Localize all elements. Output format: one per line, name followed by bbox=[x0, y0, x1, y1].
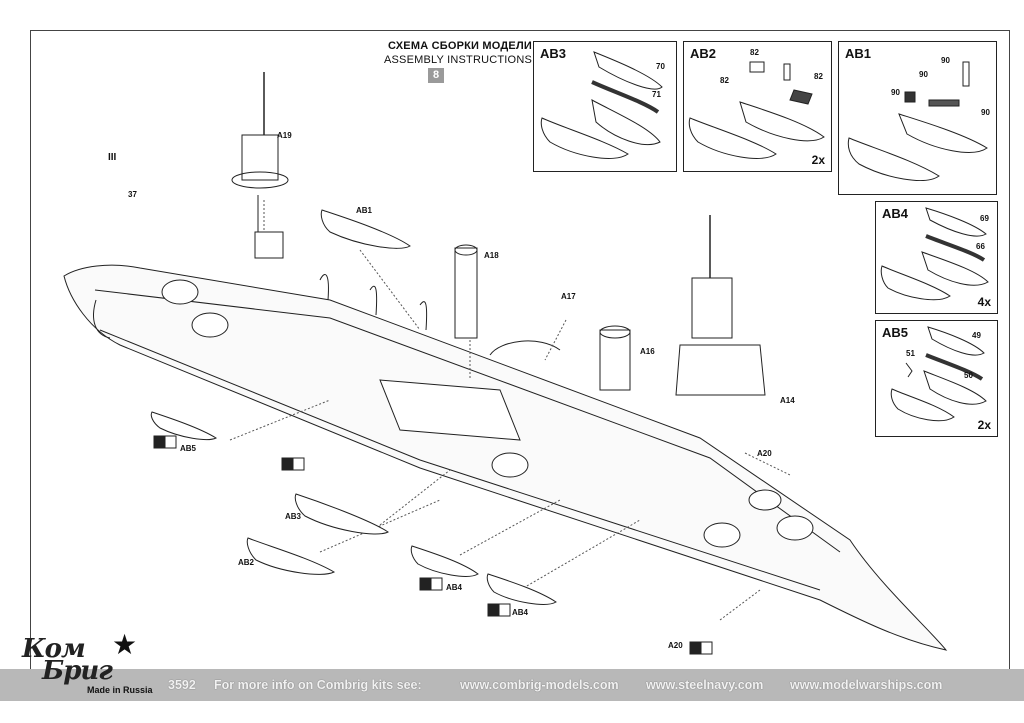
panel-ab1-label: AB1 bbox=[845, 46, 872, 61]
turret-fwd-2 bbox=[191, 312, 229, 338]
panel-ab5-part-50: 50 bbox=[964, 371, 973, 380]
panel-ab2-part-82-a: 82 bbox=[750, 48, 759, 57]
panel-ab2-part-82-b: 82 bbox=[720, 76, 729, 85]
panel-ab1-part-90-a: 90 bbox=[919, 70, 928, 79]
panel-ab4-part-66: 66 bbox=[976, 242, 985, 251]
panel-ab5-part-51: 51 bbox=[906, 349, 915, 358]
boat-ab3-loose bbox=[294, 493, 389, 535]
boat-ab2-loose bbox=[246, 537, 336, 575]
funnel-forward bbox=[454, 247, 478, 339]
turret-mid bbox=[491, 452, 529, 478]
label-ab4-right: AB4 bbox=[512, 608, 529, 617]
boat-ab4-loose-1 bbox=[410, 545, 479, 577]
footer-url-steelnavy[interactable]: www.steelnavy.com bbox=[646, 678, 764, 692]
panel-ab5-drawing bbox=[890, 326, 987, 422]
panel-ab3: AB3 70 71 bbox=[533, 41, 677, 172]
footer-bar bbox=[0, 669, 1024, 701]
panel-ab5-multiplier: 2x bbox=[977, 418, 991, 432]
sheet-border bbox=[30, 30, 1010, 697]
stern-keel bbox=[93, 299, 111, 339]
waterline bbox=[99, 329, 821, 591]
title-russian: СХЕМА СБОРКИ МОДЕЛИ bbox=[388, 40, 532, 52]
turret-aft-1 bbox=[703, 522, 741, 548]
panel-ab3-part-71: 71 bbox=[652, 90, 661, 99]
label-ab3-main: AB3 bbox=[285, 512, 302, 521]
label-ab1-main: AB1 bbox=[356, 206, 373, 215]
panel-ab3-label: AB3 bbox=[540, 46, 567, 61]
panel-ab1-part-90-c: 90 bbox=[891, 88, 900, 97]
label-a14: A14 bbox=[780, 396, 795, 405]
aft-superstructure bbox=[691, 277, 733, 339]
turret-aft-2 bbox=[776, 515, 814, 541]
panel-ab1-part-90-b: 90 bbox=[941, 56, 950, 65]
panel-ab5-label: AB5 bbox=[882, 325, 909, 340]
panel-ab4-multiplier: 4x bbox=[977, 295, 991, 309]
logo-line-2: Бриг bbox=[42, 656, 113, 686]
label-a19: A19 bbox=[277, 131, 292, 140]
label-a20-top: A20 bbox=[757, 449, 772, 458]
panel-ab4-part-69: 69 bbox=[980, 214, 989, 223]
label-ab5-main: AB5 bbox=[180, 444, 197, 453]
logo-made-in-russia: Made in Russia bbox=[87, 685, 153, 695]
midship-structure bbox=[379, 379, 521, 441]
label-ab2-main: AB2 bbox=[238, 558, 255, 567]
panel-ab3-part-70: 70 bbox=[656, 62, 665, 71]
boat-ab5-loose bbox=[150, 411, 218, 441]
panel-ab1: AB1 90 90 90 90 bbox=[838, 41, 997, 195]
turret-fwd-1 bbox=[161, 279, 199, 305]
logo-line-1: Ком bbox=[22, 634, 86, 664]
label-a18: A18 bbox=[484, 251, 499, 260]
panel-ab4: AB4 69 66 4x bbox=[875, 201, 998, 314]
panel-ab2-drawing bbox=[688, 61, 825, 159]
panel-ab5-part-49: 49 bbox=[972, 331, 981, 340]
title-english: ASSEMBLY INSTRUCTIONS bbox=[383, 54, 532, 66]
page-number-badge: 8 bbox=[428, 68, 444, 83]
panel-ab5: AB5 49 51 50 2x bbox=[875, 320, 998, 437]
panel-ab1-part-90-d: 90 bbox=[981, 108, 990, 117]
label-a16: A16 bbox=[640, 347, 655, 356]
boat-ab1-loose bbox=[320, 209, 411, 249]
boat-ab4-loose-2 bbox=[486, 573, 557, 605]
panel-ab2-part-82-c: 82 bbox=[814, 72, 823, 81]
funnel-aft bbox=[599, 329, 631, 391]
panel-ab2-multiplier: 2x bbox=[811, 153, 825, 167]
label-part-37: 37 bbox=[128, 190, 137, 199]
label-a20-bottom: A20 bbox=[668, 641, 683, 650]
panel-ab2: AB2 82 82 82 2x bbox=[683, 41, 832, 172]
label-ab4-left: AB4 bbox=[446, 583, 463, 592]
panel-ab2-label: AB2 bbox=[690, 46, 717, 61]
footer-kit-number: 3592 bbox=[168, 678, 196, 692]
logo-star-icon: ★ bbox=[112, 629, 138, 660]
panel-ab3-drawing bbox=[540, 51, 663, 159]
label-roman-three: III bbox=[108, 152, 117, 163]
footer-url-modelwarships[interactable]: www.modelwarships.com bbox=[790, 678, 943, 692]
panel-ab4-label: AB4 bbox=[882, 206, 909, 221]
panel-ab1-drawing bbox=[847, 61, 988, 181]
footer-url-combrig[interactable]: www.combrig-models.com bbox=[460, 678, 619, 692]
label-a17: A17 bbox=[561, 292, 576, 301]
footer-info-text: For more info on Combrig kits see: bbox=[214, 678, 422, 692]
panel-ab4-drawing bbox=[880, 207, 989, 301]
